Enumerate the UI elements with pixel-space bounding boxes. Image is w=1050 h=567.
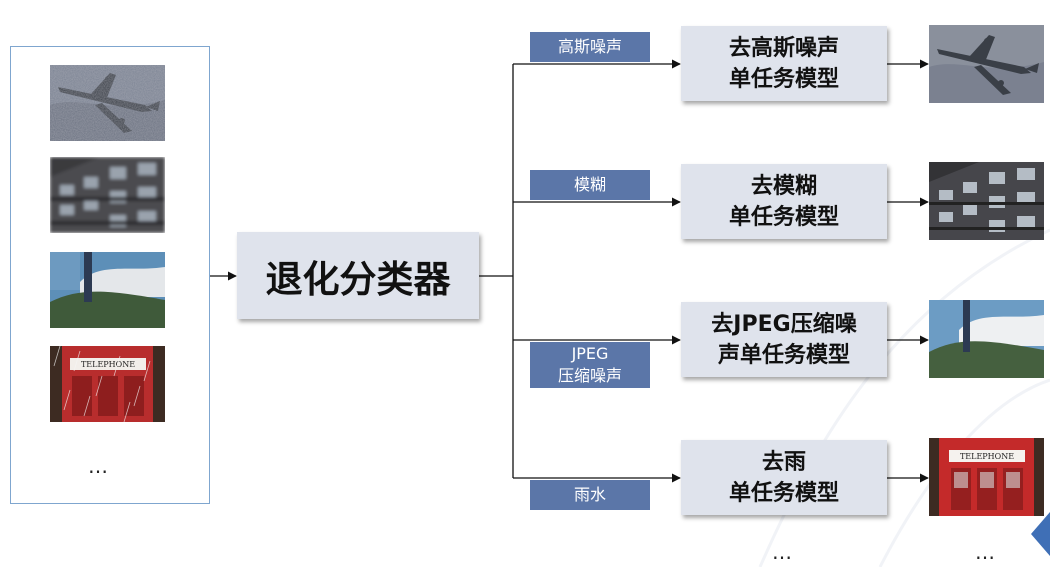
input-image-telephone-rain: TELEPHONE [50,346,165,422]
model-3-line-1: 去JPEG压缩噪 [711,311,857,337]
label-rain-text: 雨水 [573,485,606,504]
input-image-airplane-noisy [50,65,165,141]
label-blur-text: 模糊 [573,175,606,194]
input-more-ellipsis: … [88,454,109,478]
model-3-line-2: 声单任务模型 [717,342,850,368]
label-blur: 模糊 [530,170,650,200]
model-4-line-1: 去雨 [761,449,806,475]
input-image-tower-jpeg [50,252,165,328]
label-jpeg-noise: JPEG 压缩噪声 [530,342,650,388]
label-gaussian-noise-text: 高斯噪声 [557,37,622,56]
model-2-line-2: 单任务模型 [728,204,839,230]
telephone-sign-text: TELEPHONE [81,360,135,369]
model-2-line-1: 去模糊 [750,173,817,199]
model-derain: 去雨 单任务模型 [681,440,887,515]
output-image-tower [929,300,1044,378]
model-1-line-1: 去高斯噪声 [728,35,839,61]
model-denoise-gaussian: 去高斯噪声 单任务模型 [681,26,887,101]
label-jpeg-line-1: JPEG [571,344,609,363]
output-image-airplane [929,25,1044,103]
more-models-ellipsis: … [772,540,793,564]
degradation-classifier-box: 退化分类器 [237,232,479,319]
label-rain: 雨水 [530,480,650,510]
model-4-line-2: 单任务模型 [728,480,839,506]
output-image-telephone: TELEPHONE [929,438,1044,516]
model-1-line-2: 单任务模型 [728,66,839,92]
model-deblur: 去模糊 单任务模型 [681,164,887,239]
output-image-building [929,162,1044,240]
corner-triangle-icon [1031,512,1050,556]
telephone-sign-text-output: TELEPHONE [960,452,1014,461]
label-jpeg-line-2: 压缩噪声 [557,366,622,385]
model-jpeg-deartifact: 去JPEG压缩噪 声单任务模型 [681,302,887,377]
more-outputs-ellipsis: … [975,540,996,564]
input-image-building-blurred [50,157,165,233]
label-gaussian-noise: 高斯噪声 [530,32,650,62]
